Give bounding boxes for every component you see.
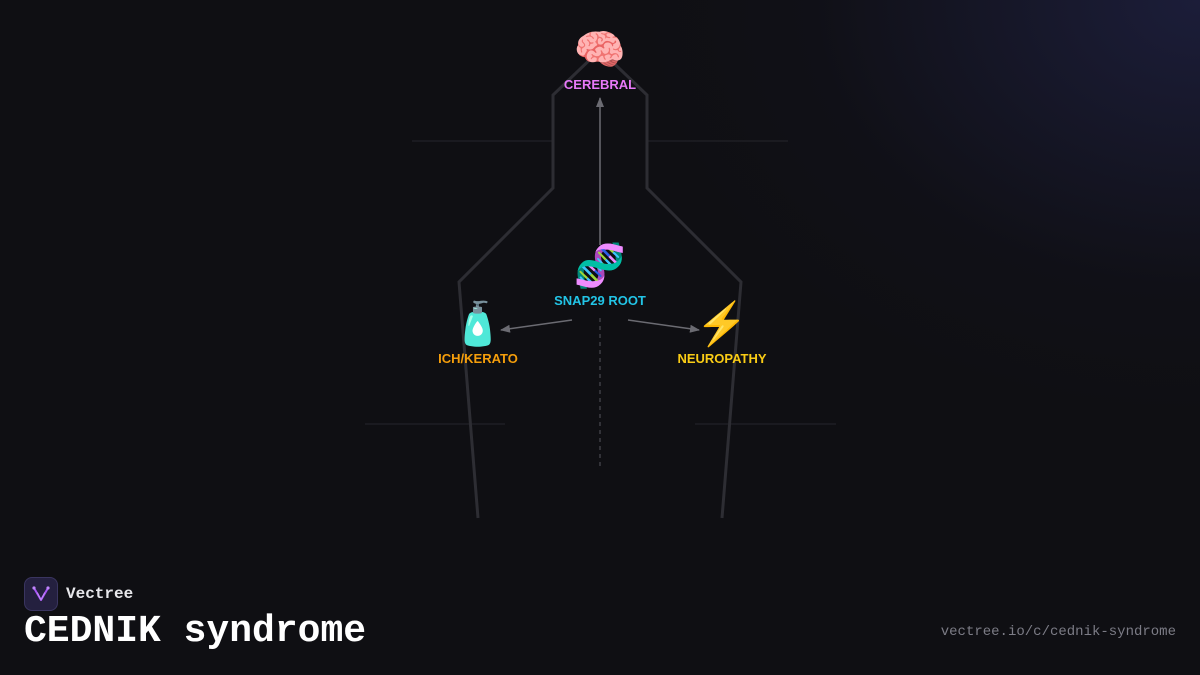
node-snap29-root: 🧬 SNAP29 ROOT <box>554 242 646 309</box>
brand[interactable]: Vectree <box>24 577 133 611</box>
lotion-bottle-icon: 🧴 <box>451 300 505 347</box>
brain-icon: 🧠 <box>573 26 627 73</box>
edge-root-to-neuro <box>627 319 700 333</box>
lightning-icon: ⚡ <box>695 300 749 347</box>
node-label: SNAP29 ROOT <box>554 293 646 308</box>
node-label: ICH/KERATO <box>438 351 518 366</box>
node-label: NEUROPATHY <box>677 351 767 366</box>
node-ich-kerato: 🧴 ICH/KERATO <box>438 300 518 367</box>
vectree-logo-icon <box>24 577 58 611</box>
node-label: CEREBRAL <box>563 77 637 92</box>
brand-name: Vectree <box>66 585 134 603</box>
edge-root-to-ich <box>500 319 573 333</box>
dna-icon: 🧬 <box>573 242 627 289</box>
page-url[interactable]: vectree.io/c/cednik-syndrome <box>940 624 1176 640</box>
page-title: CEDNIK syndrome <box>24 610 367 653</box>
body-silhouette <box>457 47 743 519</box>
node-cerebral: 🧠 CEREBRAL <box>563 26 637 93</box>
node-neuropathy: ⚡ NEUROPATHY <box>677 300 767 367</box>
